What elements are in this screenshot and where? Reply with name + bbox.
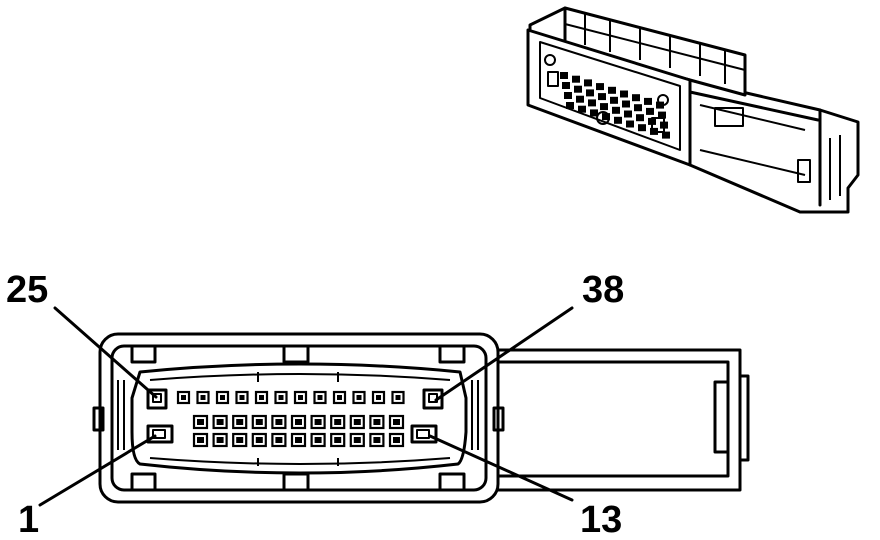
connector-3d-terminal	[578, 105, 586, 113]
terminal-cavity	[391, 390, 405, 405]
connector-3d-terminal	[624, 110, 632, 118]
connector-front-view	[92, 332, 750, 504]
terminal-cavity	[251, 432, 267, 448]
connector-3d-terminal	[598, 93, 606, 101]
terminal-cavity	[232, 432, 248, 448]
connector-3d-terminal	[614, 116, 622, 124]
terminal-cavity	[332, 390, 347, 405]
connector-3d-terminal	[600, 103, 608, 111]
terminal-cavity	[290, 432, 307, 448]
terminal-cavity	[192, 414, 209, 430]
terminal-cavity	[215, 390, 230, 405]
terminal-cavity-area	[130, 362, 468, 475]
pin-label-38: 38	[582, 269, 624, 311]
terminal-cavity	[212, 414, 228, 430]
connector-3d-terminal	[662, 131, 670, 139]
connector-3d-terminal	[646, 107, 654, 115]
terminal-cavity	[371, 390, 386, 405]
pin-13-marker	[410, 424, 438, 444]
leader-line-1	[38, 434, 157, 507]
leader-line-38	[434, 306, 574, 402]
connector-3d-terminal	[658, 111, 666, 119]
connector-3d-face	[526, 28, 692, 167]
connector-3d-terminal	[596, 83, 604, 91]
connector-3d-terminal	[608, 86, 616, 94]
connector-3d-tail	[688, 78, 860, 214]
connector-3d-terminal	[560, 72, 568, 79]
connector-3d-terminal	[632, 94, 640, 102]
terminal-cavity	[251, 414, 267, 430]
terminal-cavity	[388, 432, 405, 448]
terminal-cavity	[290, 414, 307, 430]
terminal-cavity	[330, 414, 346, 430]
connector-3d-terminal	[626, 120, 634, 128]
terminal-cavity	[271, 414, 287, 430]
terminal-cavity	[349, 414, 365, 430]
leader-lines	[38, 306, 574, 507]
connector-3d-terminal	[590, 109, 598, 117]
terminal-cavity	[349, 432, 365, 448]
connector-3d-terminal	[562, 82, 570, 89]
connector-3d-terminal	[572, 75, 580, 83]
connector-tail	[468, 348, 742, 492]
pin-label-1: 1	[18, 499, 39, 540]
connector-3d-terminal	[620, 90, 628, 98]
terminal-cavity	[196, 390, 210, 405]
connector-3d-terminal	[636, 114, 644, 122]
terminal-row-middle	[192, 414, 405, 430]
connector-3d-terminal	[586, 89, 594, 97]
connector-3d-terminal	[574, 85, 582, 93]
terminal-cavity	[330, 432, 346, 448]
terminal-cavity	[192, 432, 209, 448]
connector-3d-terminal	[634, 104, 642, 112]
connector-3d-terminal	[576, 95, 584, 103]
connector-3d-terminal	[566, 102, 574, 109]
connector-3d-terminal	[602, 113, 610, 121]
leader-line-13	[428, 434, 574, 502]
connector-3d-terminal	[584, 79, 592, 87]
terminal-cavity	[235, 390, 249, 405]
terminal-cavity	[310, 414, 326, 430]
terminal-cavity	[232, 414, 248, 430]
connector-3d-terminal	[610, 96, 618, 104]
connector-3d-view	[526, 6, 860, 214]
pin-25-marker	[146, 388, 168, 410]
terminal-cavity	[369, 414, 385, 430]
terminal-cavity	[388, 414, 405, 430]
terminal-cavity	[176, 390, 191, 405]
terminal-row-bottom	[192, 432, 405, 448]
terminal-cavity	[313, 390, 327, 405]
terminal-cavity	[310, 432, 326, 448]
terminal-row-top	[176, 390, 405, 405]
terminal-cavity	[293, 390, 308, 405]
terminal-cavity	[352, 390, 366, 405]
pin-label-13: 13	[580, 499, 622, 540]
terminal-cavity	[271, 432, 287, 448]
connector-3d-terminal	[564, 92, 572, 99]
connector-3d-terminal	[622, 100, 630, 108]
terminal-cavity	[369, 432, 385, 448]
terminal-cavity	[274, 390, 288, 405]
leader-line-25	[53, 306, 158, 399]
connector-3d-terminal	[612, 106, 620, 114]
terminal-cavity	[254, 390, 269, 405]
pin-label-25: 25	[6, 269, 48, 311]
pin-1-marker	[146, 424, 174, 444]
connector-3d-terminal	[588, 99, 596, 107]
connector-3d-terminal	[638, 124, 646, 132]
connector-3d-terminal	[644, 97, 652, 105]
terminal-cavity	[212, 432, 228, 448]
